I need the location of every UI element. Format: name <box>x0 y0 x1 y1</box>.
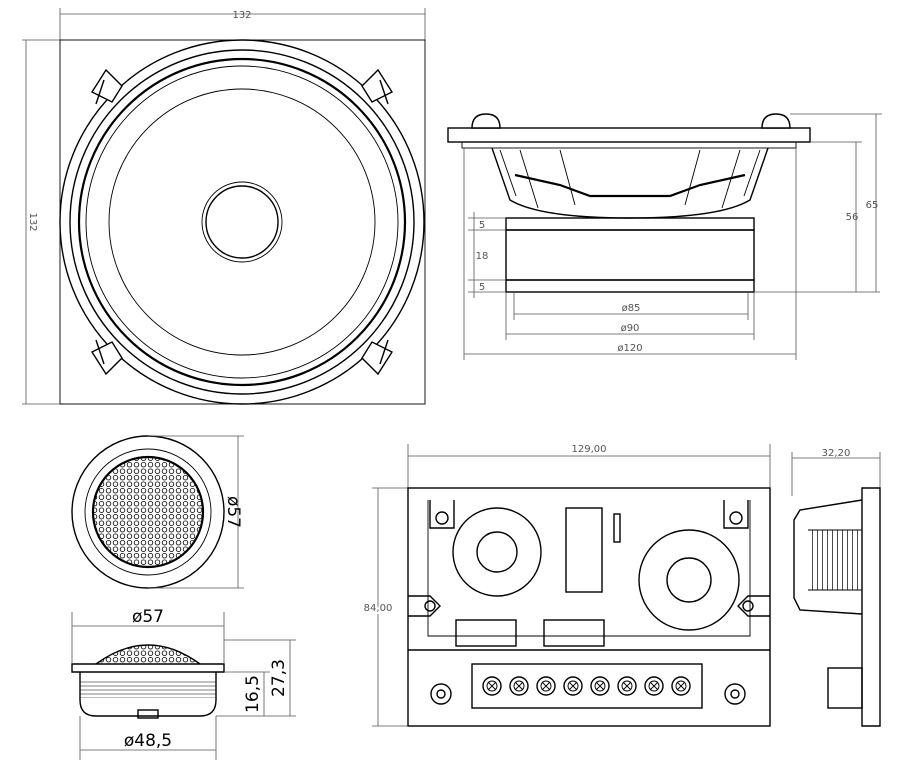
woofer-side-top-plate <box>505 217 755 231</box>
woofer-side-magnet <box>505 229 755 281</box>
crossover-coil-right <box>638 529 740 631</box>
woofer-side-screw-left <box>471 113 501 129</box>
woofer-mount-tab-bottom-left <box>90 339 123 376</box>
crossover-terminal-screw <box>509 676 529 696</box>
crossover-side-board <box>861 487 881 727</box>
tweeter-front-dia-label: ø57 <box>223 496 243 528</box>
tweeter-side-total-height-label: 27,3 <box>269 659 289 697</box>
tweeter-front-ring <box>84 448 212 576</box>
tweeter-side-bottom-dia-label: ø48,5 <box>124 731 172 751</box>
crossover-side-coil-hatch <box>808 530 862 590</box>
crossover-side-depth-dimension: 32,20 <box>791 448 881 496</box>
woofer-side-dia120-label: ø120 <box>617 343 642 354</box>
tweeter-front-diameter-dimension: ø57 <box>148 435 244 589</box>
woofer-front-height-dimension: 132 <box>22 39 64 405</box>
woofer-surround-outer <box>77 57 407 387</box>
woofer-side-total-height-label: 65 <box>866 200 879 211</box>
crossover-terminal-block <box>471 663 703 709</box>
woofer-basket <box>59 39 425 405</box>
woofer-side-flange-lip <box>461 141 797 149</box>
tweeter-side-bottom-diameter-dimension: ø48,5 <box>79 716 217 760</box>
woofer-side-upper-depth-label: 5 <box>479 220 485 231</box>
crossover-width-dimension: 129,00 <box>407 444 771 488</box>
woofer-side-back-plate <box>505 279 755 293</box>
crossover-terminal-screw <box>644 676 664 696</box>
woofer-side-basket-ribs <box>499 149 761 209</box>
crossover-terminal-screw <box>590 676 610 696</box>
woofer-dust-cap <box>205 185 279 259</box>
crossover-capacitor-mid <box>543 619 605 647</box>
woofer-front-view: 132 132 <box>22 8 426 405</box>
woofer-basket-inner <box>69 49 415 395</box>
crossover-inner-panel <box>427 500 751 637</box>
woofer-side-dia85-label: ø85 <box>622 303 641 314</box>
tweeter-side-height-dimensions: 16,5 27,3 <box>216 639 296 717</box>
woofer-side-basket-edge <box>514 173 746 198</box>
woofer-front-height-label: 132 <box>27 212 38 231</box>
woofer-side-screw-right <box>761 113 791 129</box>
woofer-side-flange <box>447 127 811 143</box>
tweeter-front-view: ø57 <box>71 435 244 589</box>
woofer-front-width-label: 132 <box>232 10 251 21</box>
crossover-bottom-left-hole <box>430 683 452 705</box>
tweeter-side-small-height-label: 16,5 <box>243 675 263 713</box>
crossover-height-label: 84,00 <box>364 603 393 614</box>
crossover-terminal-screw <box>482 676 502 696</box>
crossover-board <box>407 487 771 727</box>
crossover-terminal-screw <box>536 676 556 696</box>
woofer-side-body-height-label: 56 <box>846 212 859 223</box>
woofer-side-height-dimensions: 56 65 <box>754 113 882 293</box>
crossover-width-label: 129,00 <box>572 444 607 455</box>
woofer-side-magnet-dimensions: 5 18 5 <box>468 212 506 298</box>
crossover-side-depth-label: 32,20 <box>822 448 851 459</box>
woofer-mount-tab-top-right <box>361 68 394 105</box>
woofer-dust-cap-outer <box>201 181 283 263</box>
tweeter-front-grill <box>94 458 202 566</box>
tweeter-side-view: ø57 ø48,5 16,5 27,3 <box>71 607 296 760</box>
tweeter-side-tab <box>137 709 159 719</box>
woofer-side-magnet-depth-label: 18 <box>476 251 489 262</box>
crossover-terminals <box>482 676 691 696</box>
crossover-resistor-small <box>613 513 621 543</box>
woofer-front-width-dimension: 132 <box>59 8 426 40</box>
tweeter-side-top-diameter-dimension: ø57 <box>71 607 225 664</box>
crossover-capacitor-left <box>455 619 517 647</box>
woofer-side-lower-depth-label: 5 <box>479 282 485 293</box>
crossover-side-view: 32,20 <box>791 448 881 727</box>
crossover-terminal-screw <box>671 676 691 696</box>
woofer-mount-tab-top-left <box>90 68 123 105</box>
woofer-mount-tab-bottom-right <box>361 339 394 376</box>
crossover-terminal-screw <box>563 676 583 696</box>
woofer-side-view: 5 18 5 ø85 ø90 ø120 56 65 <box>447 113 882 360</box>
tweeter-side-body-hatch <box>80 680 216 698</box>
woofer-side-dia90-label: ø90 <box>621 323 640 334</box>
tweeter-side-dome-grill <box>96 645 200 664</box>
tweeter-side-body <box>79 672 217 717</box>
tweeter-side-flange <box>71 663 225 673</box>
crossover-lugs <box>408 500 770 617</box>
crossover-capacitor-tall <box>565 507 603 593</box>
tweeter-side-top-dia-label: ø57 <box>132 607 164 627</box>
crossover-top-view: 129,00 84,00 <box>362 444 771 727</box>
tweeter-front-grill-rim <box>91 455 205 569</box>
crossover-terminal-screw <box>617 676 637 696</box>
crossover-height-dimension: 84,00 <box>362 487 408 727</box>
crossover-side-components <box>793 499 863 615</box>
crossover-side-terminal <box>827 667 863 709</box>
woofer-side-basket <box>491 147 769 219</box>
woofer-side-diameter-dimensions: ø85 ø90 ø120 <box>463 148 797 360</box>
crossover-bottom-right-hole <box>724 683 746 705</box>
woofer-surround-inner <box>85 65 399 379</box>
crossover-coil-left <box>452 507 542 597</box>
woofer-cone <box>108 88 376 356</box>
